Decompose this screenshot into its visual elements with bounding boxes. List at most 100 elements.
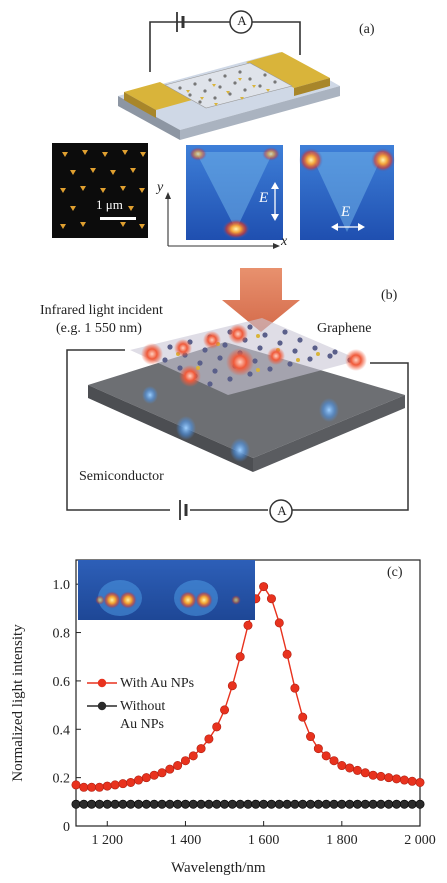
substrate-side-front xyxy=(180,86,340,140)
data-point-series-1 xyxy=(274,618,284,628)
data-point-series-1 xyxy=(298,712,308,722)
data-point-series-1 xyxy=(212,722,222,732)
data-point-series-2 xyxy=(298,799,308,809)
data-point-series-2 xyxy=(266,799,276,809)
data-point-series-1 xyxy=(165,764,175,774)
y-tick-label: 0.6 xyxy=(53,675,71,690)
data-point-series-2 xyxy=(180,799,190,809)
data-point-series-1 xyxy=(134,775,144,785)
scale-bar xyxy=(100,217,136,220)
data-point-series-1 xyxy=(360,768,370,778)
data-point-series-1 xyxy=(188,751,198,761)
semiconductor-top xyxy=(88,342,405,458)
axis-y-label: y xyxy=(157,180,164,195)
data-point-series-1 xyxy=(149,770,159,780)
data-point-series-2 xyxy=(134,799,144,809)
arrow-head-right xyxy=(358,223,365,231)
circuit-wire-b xyxy=(66,349,409,511)
data-point-series-1 xyxy=(141,773,151,783)
data-point-series-1 xyxy=(235,652,245,662)
data-point-series-2 xyxy=(399,799,409,809)
x-tick-label: 1 400 xyxy=(170,833,202,848)
field-map-y-hotspot-right xyxy=(262,147,280,161)
data-point-series-1 xyxy=(259,582,269,592)
data-point-series-2 xyxy=(227,799,237,809)
legend-marker-2 xyxy=(97,701,107,711)
field-map-x-triangle xyxy=(310,152,384,232)
carrier-glow xyxy=(142,386,158,404)
legend-series-1: With Au NPs xyxy=(120,676,195,691)
data-point-series-2 xyxy=(196,799,206,809)
panel-c-label: (c) xyxy=(387,565,403,580)
chart-xlabel: Wavelength/nm xyxy=(171,860,266,876)
data-point-series-1 xyxy=(266,594,276,604)
data-point-series-1 xyxy=(196,744,206,754)
semiconductor-side-right xyxy=(253,395,405,472)
data-point-series-2 xyxy=(368,799,378,809)
data-point-series-2 xyxy=(352,799,362,809)
data-point-series-2 xyxy=(220,799,230,809)
scale-bar-label: 1 μm xyxy=(96,197,123,212)
data-point-series-1 xyxy=(220,705,230,715)
data-point-series-1 xyxy=(345,763,355,773)
sem-particles xyxy=(60,150,146,229)
data-point-series-2 xyxy=(274,799,284,809)
y-tick-label: 0.2 xyxy=(53,772,71,787)
data-point-series-1 xyxy=(180,756,190,766)
y-tick-label: 0.4 xyxy=(53,723,71,738)
data-point-series-2 xyxy=(157,799,167,809)
incident-line-2: (e.g. 1 550 nm) xyxy=(56,321,142,336)
data-point-series-2 xyxy=(337,799,347,809)
carrier-glow xyxy=(319,398,339,422)
data-point-series-2 xyxy=(141,799,151,809)
inset-hotspot xyxy=(95,595,105,605)
data-point-series-2 xyxy=(79,799,89,809)
data-point-series-1 xyxy=(79,782,89,792)
arrow-head-down xyxy=(271,214,279,221)
incident-line-1: Infrared light incident xyxy=(40,303,163,318)
semiconductor-side-left xyxy=(88,385,253,472)
data-point-series-1 xyxy=(94,782,104,792)
field-label-vertical: E xyxy=(259,190,269,206)
data-point-series-2 xyxy=(384,799,394,809)
data-point-series-2 xyxy=(110,799,120,809)
y-tick-label: 0.8 xyxy=(53,627,71,642)
plasmon-hotspot xyxy=(179,365,201,387)
data-point-series-2 xyxy=(329,799,339,809)
data-point-series-1 xyxy=(306,732,316,742)
device-schematic xyxy=(52,10,395,249)
data-point-series-2 xyxy=(188,799,198,809)
data-point-series-1 xyxy=(243,620,253,630)
substrate-side-left xyxy=(118,96,180,140)
data-point-series-1 xyxy=(102,781,112,791)
data-point-series-2 xyxy=(415,799,425,809)
y-tick-label: 1.0 xyxy=(53,578,71,593)
data-point-series-1 xyxy=(329,756,339,766)
data-point-series-1 xyxy=(407,776,417,786)
circuit-wire xyxy=(149,21,301,72)
data-point-series-2 xyxy=(313,799,323,809)
data-point-series-1 xyxy=(290,683,300,693)
data-point-series-2 xyxy=(360,799,370,809)
data-point-series-1 xyxy=(415,777,425,787)
y-tick-label: 0 xyxy=(63,820,70,835)
gold-electrode-right xyxy=(246,52,330,88)
field-map-y-hotspot-left xyxy=(189,147,207,161)
panel-a-label: (a) xyxy=(359,22,375,37)
gold-electrode-left-side xyxy=(124,92,156,118)
ammeter-label: A xyxy=(237,13,247,28)
semiconductor-label: Semiconductor xyxy=(79,469,164,484)
field-map-y-hotspot xyxy=(222,219,250,239)
data-point-series-2 xyxy=(165,799,175,809)
data-point-series-1 xyxy=(321,751,331,761)
data-point-series-1 xyxy=(399,775,409,785)
inset-hotspot xyxy=(231,595,241,605)
x-tick-label: 1 800 xyxy=(326,833,358,848)
legend-series-2-line2: Au NPs xyxy=(120,717,164,732)
data-point-series-1 xyxy=(313,744,323,754)
data-point-series-2 xyxy=(376,799,386,809)
field-map-y-triangle xyxy=(196,152,273,230)
data-point-series-2 xyxy=(204,799,214,809)
data-point-series-2 xyxy=(71,799,81,809)
data-point-series-2 xyxy=(290,799,300,809)
